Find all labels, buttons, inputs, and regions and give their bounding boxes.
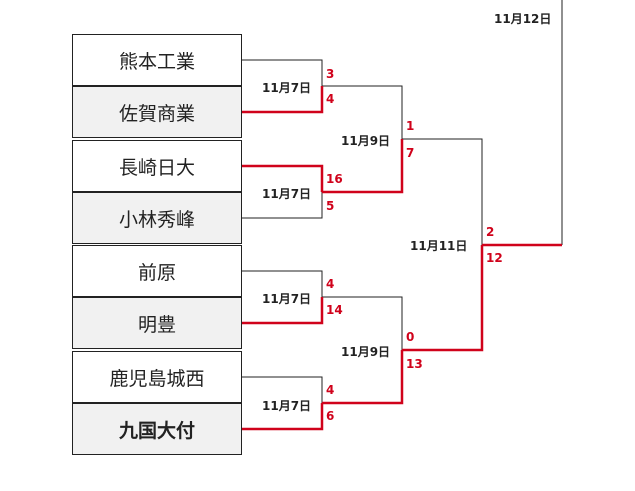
match-date: 11月7日 — [262, 292, 312, 306]
team-name: 佐賀商業 — [118, 102, 195, 125]
team-slot-2: 佐賀商業 — [72, 86, 242, 138]
bracket-line — [242, 192, 323, 219]
team-slot-6: 明豊 — [72, 297, 242, 349]
winner-path — [322, 139, 404, 194]
score-top: 2 — [486, 225, 495, 239]
team-name: 長崎日大 — [118, 156, 195, 179]
bracket-line — [242, 59, 323, 86]
team-name: 小林秀峰 — [118, 208, 195, 231]
team-slot-4: 小林秀峰 — [72, 192, 242, 244]
bracket-line — [322, 296, 403, 350]
score-top: 4 — [326, 383, 335, 397]
winner-path — [242, 86, 324, 114]
score-bottom: 6 — [326, 409, 335, 423]
team-slot-3: 長崎日大 — [72, 140, 242, 192]
team-name: 明豊 — [137, 313, 176, 336]
score-top: 4 — [326, 277, 335, 291]
match-date: 11月12日 — [494, 12, 552, 26]
score-bottom: 12 — [486, 251, 503, 265]
winner-path — [402, 245, 484, 352]
team-name: 前原 — [137, 261, 176, 284]
team-slot-1: 熊本工業 — [72, 34, 242, 86]
score-bottom: 14 — [326, 303, 343, 317]
team-name: 鹿児島城西 — [109, 367, 205, 390]
match-date: 11月9日 — [341, 134, 391, 148]
team-name: 九国大付 — [118, 419, 195, 442]
winner-path — [322, 350, 404, 405]
team-slot-8: 九国大付 — [72, 403, 242, 455]
winner-path — [242, 164, 324, 192]
winner-path — [242, 297, 324, 325]
winner-path — [242, 403, 324, 431]
score-top: 0 — [406, 330, 415, 344]
score-top: 1 — [406, 119, 415, 133]
match-date: 11月9日 — [341, 345, 391, 359]
match-date: 11月7日 — [262, 81, 312, 95]
score-bottom: 4 — [326, 92, 335, 106]
bracket-line — [242, 376, 323, 403]
match-date: 11月11日 — [410, 239, 468, 253]
score-bottom: 5 — [326, 199, 335, 213]
team-name: 熊本工業 — [118, 50, 195, 73]
score-bottom: 7 — [406, 146, 415, 160]
score-top: 3 — [326, 67, 335, 81]
team-slot-7: 鹿児島城西 — [72, 351, 242, 403]
match-date: 11月7日 — [262, 187, 312, 201]
bracket-line — [242, 270, 323, 297]
bracket-line — [402, 138, 483, 245]
score-bottom: 13 — [406, 357, 423, 371]
score-top: 16 — [326, 172, 343, 186]
match-date: 11月7日 — [262, 399, 312, 413]
bracket-line — [322, 85, 403, 139]
team-slot-5: 前原 — [72, 245, 242, 297]
